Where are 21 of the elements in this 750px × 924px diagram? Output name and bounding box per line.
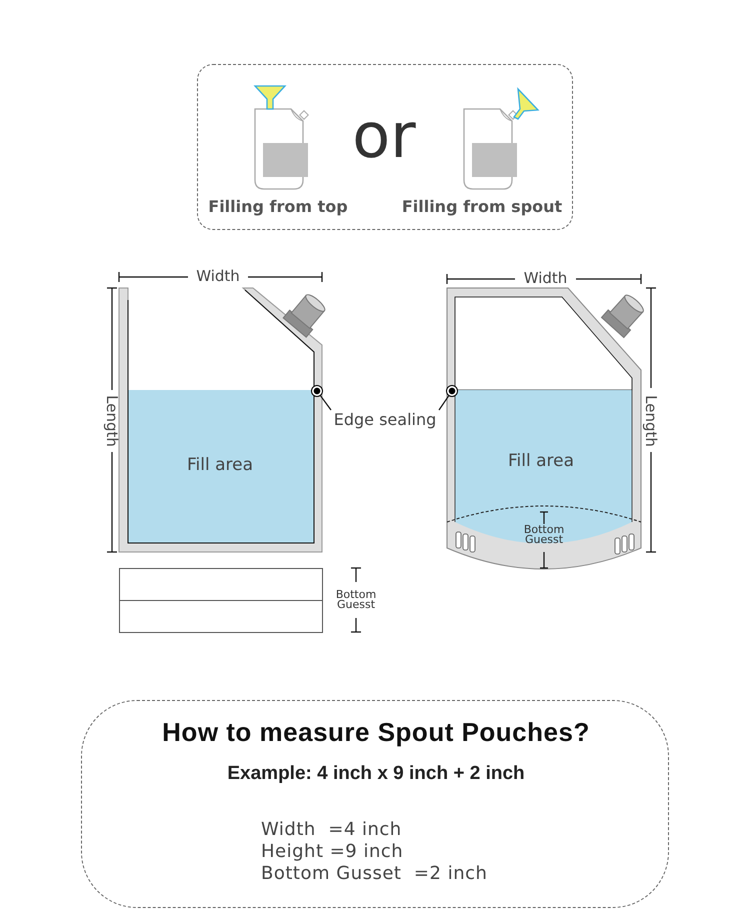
dashed-panel bbox=[197, 64, 573, 230]
dimension-label: Width bbox=[195, 267, 241, 285]
dashed-panel bbox=[81, 700, 669, 908]
measurement-text: Width =4 inch bbox=[261, 819, 403, 840]
area-label: Fill area bbox=[506, 451, 576, 471]
heading: How to measure Spout Pouches? bbox=[161, 717, 591, 748]
dimension-label: Bottom Guesst bbox=[522, 525, 566, 545]
area-label: Fill area bbox=[186, 455, 254, 475]
option-label: Filling from top bbox=[207, 197, 349, 216]
dimension-label: Bottom Guesst bbox=[334, 590, 378, 610]
leader-line bbox=[438, 396, 450, 410]
callout-label: Edge sealing bbox=[332, 410, 438, 429]
dimension-label: Width bbox=[522, 269, 568, 287]
dimension-label: Length bbox=[642, 394, 660, 449]
or-text: or bbox=[351, 99, 417, 172]
leader-line bbox=[320, 395, 332, 410]
dimension-label: Length bbox=[103, 394, 121, 449]
measurement-text: Height =9 inch bbox=[261, 841, 404, 862]
measurement-text: Bottom Gusset =2 inch bbox=[261, 863, 488, 884]
example-text: Example: 4 inch x 9 inch + 2 inch bbox=[226, 763, 526, 785]
option-label: Filling from spout bbox=[400, 197, 564, 216]
